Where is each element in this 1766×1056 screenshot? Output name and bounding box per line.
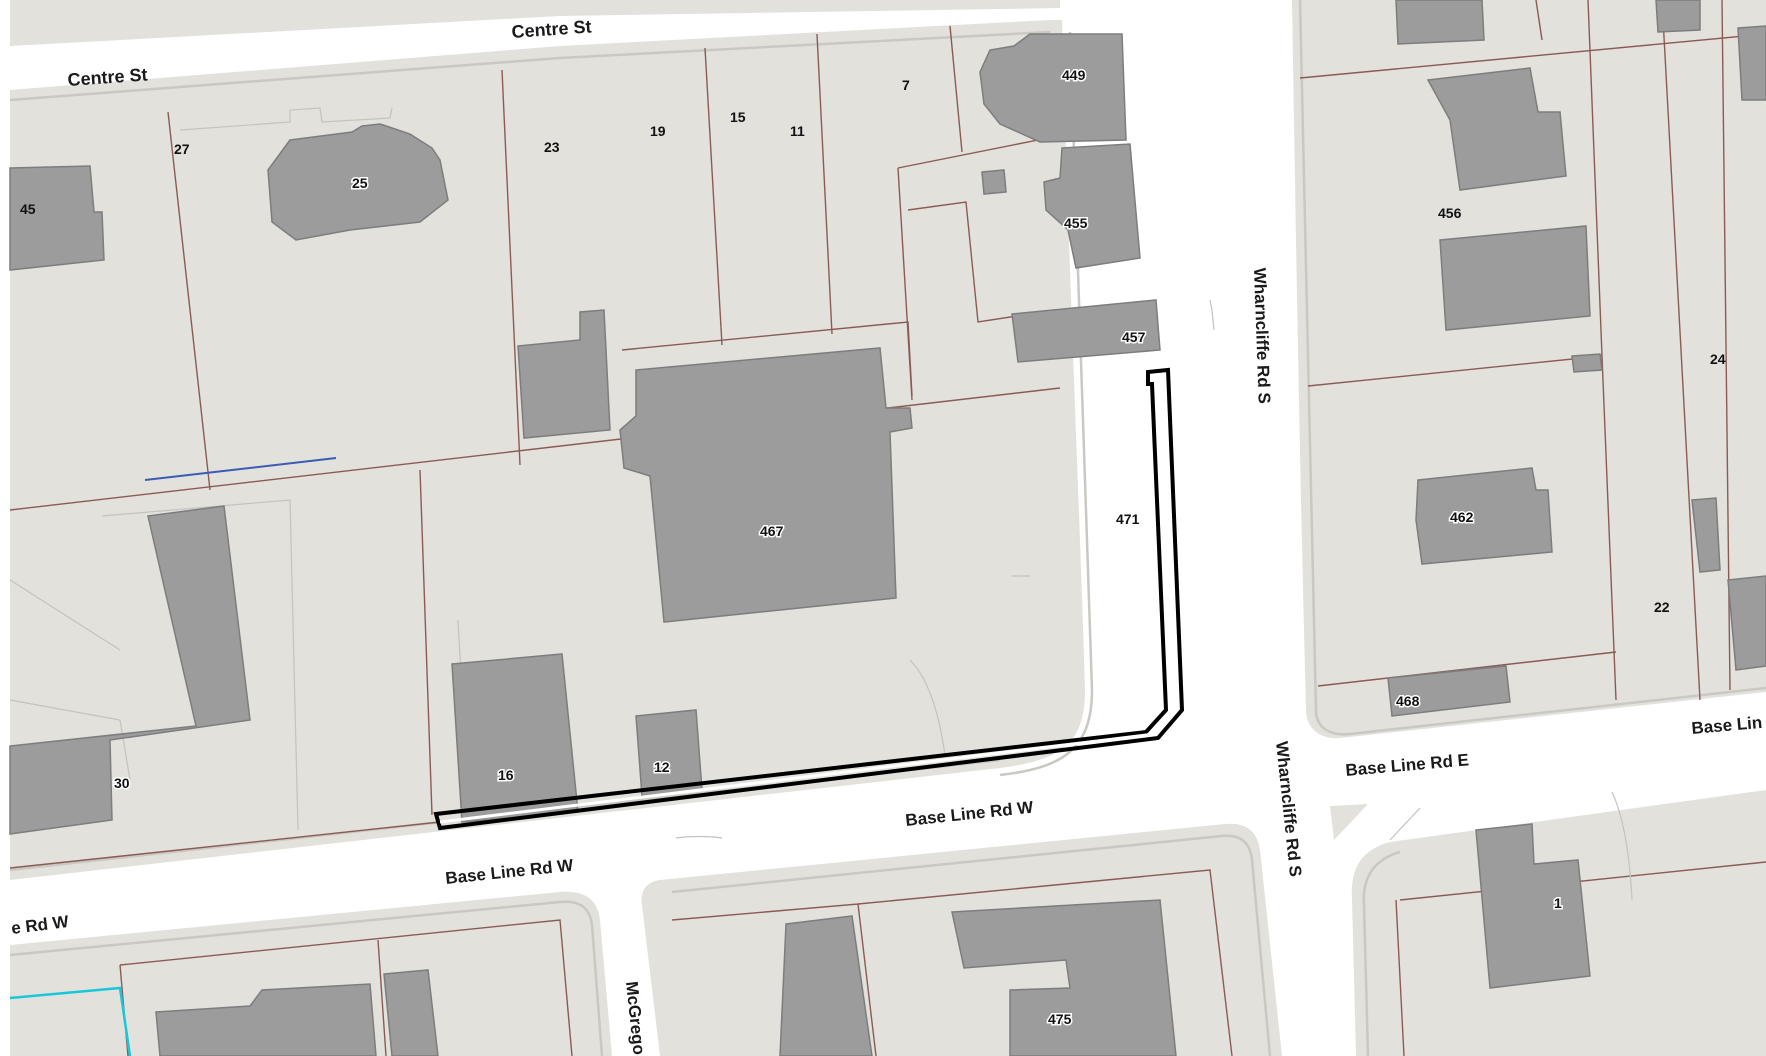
curb-south-centre xyxy=(671,834,1272,1056)
address-19: 19 xyxy=(650,123,666,139)
building-22-strip xyxy=(1691,497,1721,573)
building-456-upper xyxy=(1426,67,1567,191)
address-23: 23 xyxy=(544,139,560,155)
address-468: 468 xyxy=(1396,693,1420,709)
address-24: 24 xyxy=(1710,351,1726,367)
site-feature-lines xyxy=(9,107,1633,901)
building-467 xyxy=(619,347,913,623)
building-south-centre-1 xyxy=(779,915,873,1056)
address-467: 467 xyxy=(760,523,784,539)
building-small-449 xyxy=(981,169,1007,195)
parcel-lines-ne xyxy=(1299,0,1766,701)
building-475 xyxy=(951,899,1177,1056)
building-468 xyxy=(1387,665,1511,717)
building-1 xyxy=(1475,823,1591,989)
building-ne-top-3 xyxy=(1737,25,1766,101)
address-7: 7 xyxy=(902,77,910,93)
address-475: 475 xyxy=(1048,1011,1072,1027)
curb-ne xyxy=(1298,0,1766,736)
cyan-boundary xyxy=(9,986,132,1056)
curb-centre-st-south xyxy=(9,30,1051,102)
building-30 xyxy=(9,505,251,835)
address-456: 456 xyxy=(1438,205,1462,221)
buildings-south xyxy=(155,823,1591,1056)
building-ne-right xyxy=(1727,575,1766,671)
curb-sw xyxy=(9,900,604,1056)
building-462 xyxy=(1415,467,1553,565)
building-west-467 xyxy=(517,309,611,439)
address-22: 22 xyxy=(1654,599,1670,615)
traffic-island xyxy=(1330,804,1368,840)
address-455: 455 xyxy=(1064,215,1088,231)
address-16: 16 xyxy=(498,767,514,783)
building-25 xyxy=(267,123,449,241)
address-27: 27 xyxy=(174,141,190,157)
street-label-wharncliffe-north: Wharncliffe Rd S xyxy=(1250,267,1274,404)
building-small-ne xyxy=(1571,353,1603,373)
water-line xyxy=(144,457,337,481)
building-ne-top-2 xyxy=(1655,0,1701,33)
building-455 xyxy=(1043,143,1141,269)
building-sw-2 xyxy=(383,969,439,1056)
parcel-lines-main xyxy=(9,25,1061,869)
block-north-strip-2 xyxy=(10,0,1060,46)
building-sw-1 xyxy=(155,983,377,1056)
address-1: 1 xyxy=(1554,895,1562,911)
address-12: 12 xyxy=(654,759,670,775)
building-449 xyxy=(979,33,1127,143)
address-15: 15 xyxy=(730,109,746,125)
buildings-ne xyxy=(1387,0,1766,717)
address-471: 471 xyxy=(1116,511,1140,527)
address-25: 25 xyxy=(352,175,368,191)
block-northeast xyxy=(1292,0,1766,739)
building-457 xyxy=(1011,299,1161,363)
building-45 xyxy=(9,165,105,271)
curb-se xyxy=(1362,850,1401,1056)
address-457: 457 xyxy=(1122,329,1146,345)
address-45: 45 xyxy=(20,201,36,217)
building-ne-top-1 xyxy=(1395,0,1485,45)
building-16 xyxy=(451,653,579,823)
subject-property-outline xyxy=(433,367,1185,831)
building-456-lower xyxy=(1439,225,1591,331)
address-462: 462 xyxy=(1450,509,1474,525)
address-449: 449 xyxy=(1062,67,1086,83)
block-main xyxy=(10,20,1085,880)
address-11: 11 xyxy=(790,123,805,139)
buildings-main xyxy=(9,33,1161,835)
address-30: 30 xyxy=(114,775,130,791)
